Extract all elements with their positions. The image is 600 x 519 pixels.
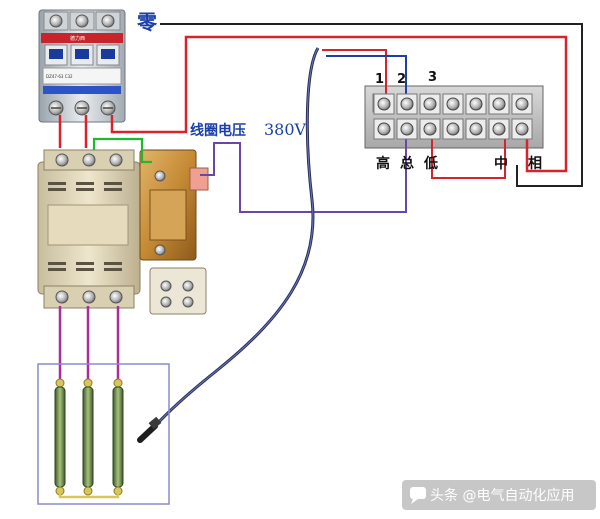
breaker-brand: 德力西	[70, 35, 85, 42]
heater-star-link	[58, 492, 120, 499]
thermal-relay	[139, 149, 209, 315]
watermark-text: 头条 @电气自动化应用	[430, 487, 574, 504]
circuit-breaker: 德力西 DZ47-63 C32	[38, 9, 126, 123]
label-coil-voltage: 线圈电压	[190, 122, 246, 139]
label-terminal-2: 2	[397, 72, 406, 87]
heater-element-3	[112, 378, 124, 496]
wire-probe-blue	[326, 55, 407, 104]
controller-top-terminals	[373, 93, 533, 115]
breaker-brand-band	[41, 33, 123, 43]
ac-contactor	[37, 149, 141, 309]
label-terminal-1: 1	[375, 72, 384, 87]
heater-bank	[37, 363, 170, 505]
controller-terminal-screws	[373, 93, 533, 140]
heater-element-2	[82, 378, 94, 496]
label-high: 高	[376, 155, 390, 172]
thermocouple-probe	[137, 416, 162, 443]
label-terminal-3: 3	[428, 70, 437, 85]
watermark: 头条 @电气自动化应用	[402, 480, 596, 510]
breaker-handles	[44, 44, 120, 66]
label-neutral: 零	[136, 10, 158, 34]
label-coil-voltage-value: 380V	[264, 120, 307, 139]
label-middle: 中	[494, 155, 508, 172]
label-common: 总	[400, 155, 414, 172]
wire-green-jumper	[92, 137, 152, 164]
speech-bubble-icon	[410, 487, 426, 504]
label-low: 低	[423, 155, 438, 172]
breaker-bottom-terminals	[48, 100, 116, 116]
wire-magenta-load	[58, 306, 120, 380]
heater-frame	[37, 363, 170, 505]
thermocouple-cable	[153, 47, 320, 428]
wire-black-neutral	[160, 23, 583, 187]
breaker-rating: DZ47-63 C32	[46, 74, 73, 79]
contactor-vents	[48, 182, 122, 271]
controller-bottom-terminals	[373, 118, 533, 140]
label-phase: 相	[528, 155, 542, 172]
wire-coil	[200, 126, 407, 213]
wire-red-phase	[58, 35, 568, 173]
wire-probe-red	[322, 49, 506, 179]
breaker-top-terminals	[43, 11, 121, 31]
heater-element-1	[54, 378, 66, 496]
